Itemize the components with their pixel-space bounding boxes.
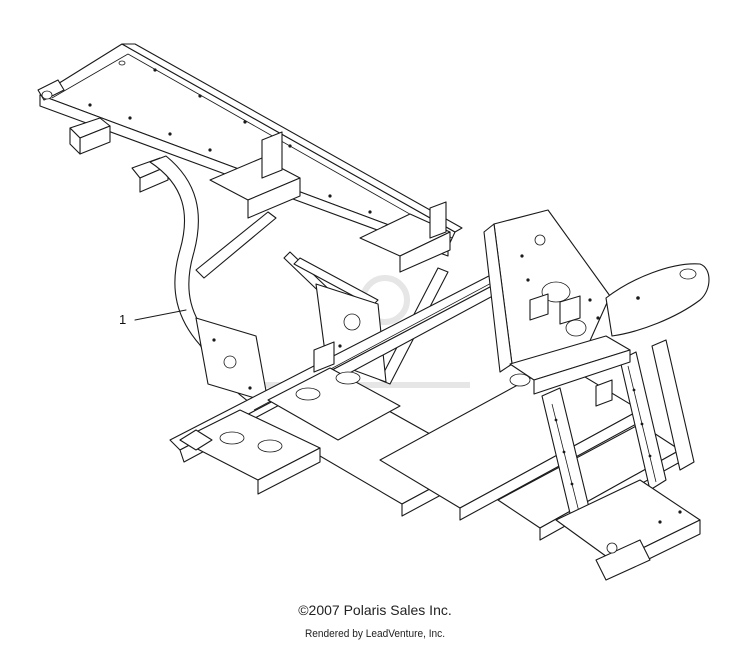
atv-frame-illustration xyxy=(37,43,710,581)
rendered-by-text: Rendered by LeadVenture, Inc. xyxy=(304,628,446,640)
front-head-tube xyxy=(605,263,710,337)
rear-footrest xyxy=(179,409,321,495)
upper-crossmembers xyxy=(209,131,451,273)
front-steering-gusset xyxy=(483,209,611,373)
rear-brackets xyxy=(69,117,169,193)
rear-cross-tube xyxy=(37,79,65,101)
callout-leader-line xyxy=(134,309,187,321)
shock-tower-cross xyxy=(509,335,631,407)
left-gusset xyxy=(195,317,269,403)
front-lower-cross xyxy=(555,479,701,581)
front-legs xyxy=(541,339,695,531)
callout-number: 1 xyxy=(119,312,127,327)
copyright-text: ©2007 Polaris Sales Inc. xyxy=(298,602,452,618)
center-floor-plate xyxy=(267,341,401,441)
